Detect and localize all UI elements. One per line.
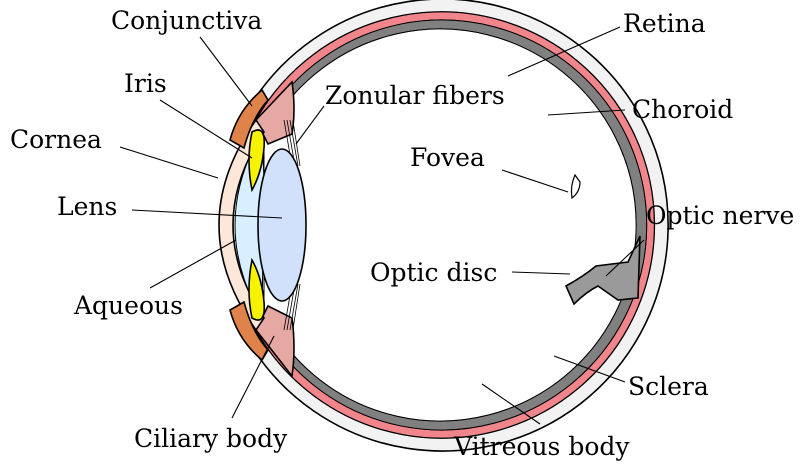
label-cornea: Cornea	[10, 125, 102, 154]
label-sclera: Sclera	[628, 372, 709, 401]
label-zonular-fibers: Zonular fibers	[325, 81, 505, 110]
label-retina: Retina	[623, 9, 706, 38]
label-lens: Lens	[57, 192, 117, 221]
label-iris: Iris	[124, 69, 167, 98]
label-choroid: Choroid	[632, 95, 733, 124]
eyeball-structure	[219, 0, 668, 451]
label-fovea: Fovea	[410, 143, 485, 172]
lens-shape	[258, 149, 306, 301]
label-aqueous: Aqueous	[73, 291, 183, 320]
label-conjunctiva: Conjunctiva	[111, 6, 262, 35]
leader-cornea	[120, 147, 218, 178]
label-vitreous-body: Vitreous body	[453, 432, 630, 461]
leader-aqueous	[150, 240, 236, 288]
leader-conjunctiva	[200, 37, 252, 106]
label-optic-disc: Optic disc	[370, 258, 497, 287]
label-ciliary-body: Ciliary body	[134, 424, 288, 453]
label-optic-nerve: Optic nerve	[646, 201, 794, 230]
